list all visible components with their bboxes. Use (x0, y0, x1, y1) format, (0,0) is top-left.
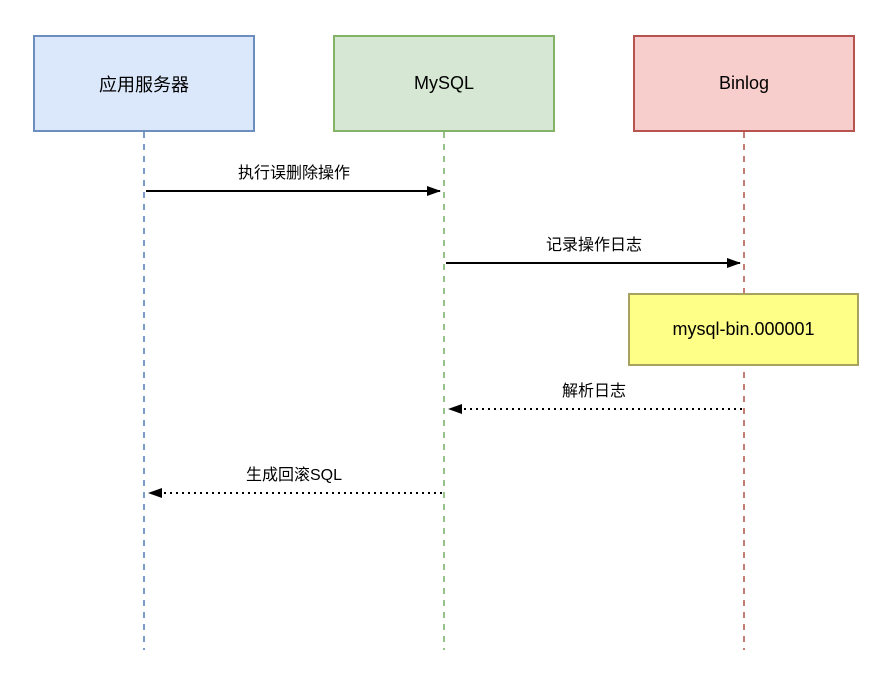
actor-label-app-server: 应用服务器 (99, 74, 189, 95)
binlog-file-box: mysql-bin.000001 (628, 293, 859, 366)
lifeline-mysql (443, 132, 445, 650)
message-label-execute-delete: 执行误删除操作 (237, 165, 350, 182)
actor-box-mysql: MySQL (333, 35, 555, 132)
message-label-generate-rollback-sql: 生成回滚SQL (245, 467, 343, 484)
actor-label-mysql: MySQL (413, 73, 474, 93)
message-label-parse-log: 解析日志 (561, 383, 626, 400)
lifeline-app-server (143, 132, 145, 650)
actor-box-binlog: Binlog (633, 35, 855, 132)
binlog-file-label: mysql-bin.000001 (672, 319, 815, 339)
actor-label-binlog: Binlog (718, 73, 770, 93)
lifeline-binlog (743, 132, 745, 650)
actor-box-app-server: 应用服务器 (33, 35, 255, 132)
message-label-record-log: 记录操作日志 (545, 237, 642, 254)
